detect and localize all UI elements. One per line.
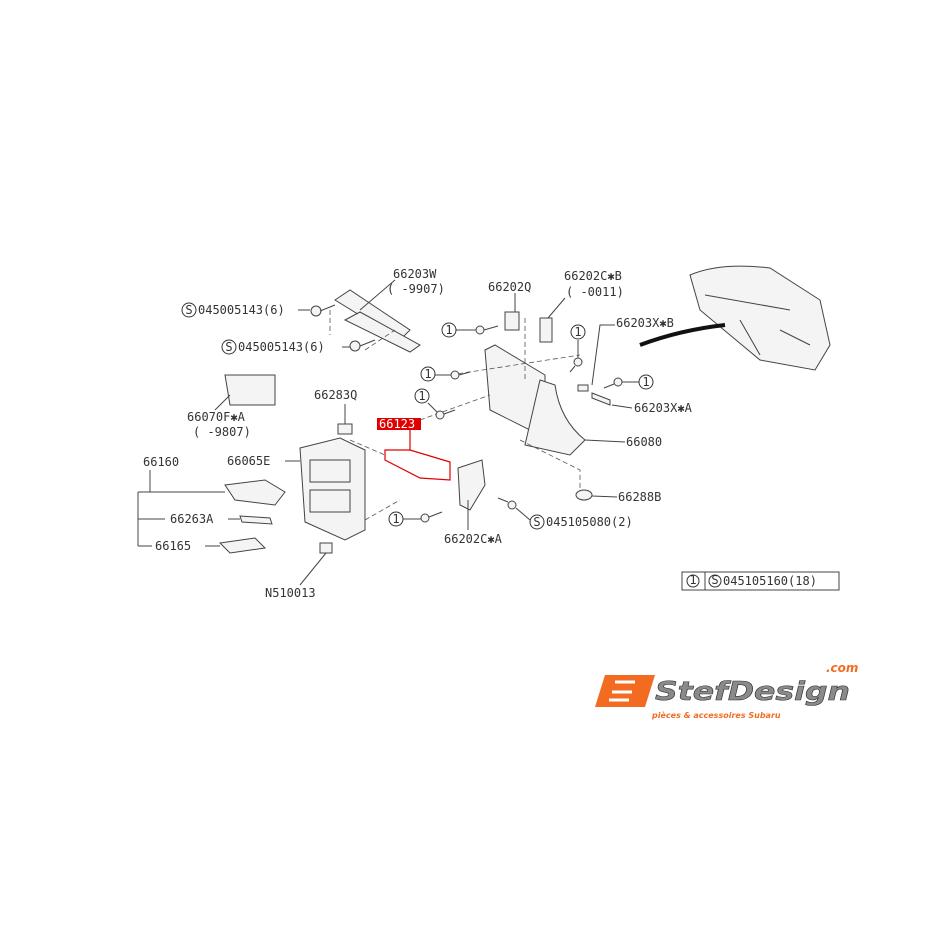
- logo-tagline: pièces & accessoires Subaru: [651, 710, 781, 720]
- ref-1-mark: 1: [418, 389, 425, 403]
- part-66203X-A: [591, 392, 633, 409]
- logo-brand: StefDesign: [655, 677, 850, 707]
- bracket-66203W: [329, 279, 421, 353]
- part-66283Q: [337, 404, 353, 435]
- fastener-legend: 1 S 045105160(18): [681, 571, 840, 591]
- label-045105080: 045105080(2): [546, 515, 633, 529]
- label-66202Q: 66202Q: [488, 280, 531, 294]
- label-66203W: 66203W: [393, 267, 437, 281]
- ref-s-mark: S: [185, 303, 192, 317]
- legend-key: 1: [689, 573, 696, 587]
- part-66202C-B: [539, 297, 566, 343]
- screws-ref-1: [403, 325, 640, 523]
- ref-1-mark: 1: [642, 375, 649, 389]
- label-045005143-lower: 045005143(6): [238, 340, 325, 354]
- label-66160: 66160: [143, 455, 179, 469]
- part-group-66160: [137, 470, 286, 554]
- label-66070F-range: ( -9807): [193, 425, 251, 439]
- part-66080: [419, 344, 626, 495]
- label-66263A: 66263A: [170, 512, 214, 526]
- screw-045005143-upper: [298, 304, 336, 317]
- ref-1-mark: 1: [445, 323, 452, 337]
- label-66202C-B-range: ( -0011): [566, 285, 624, 299]
- part-66123-highlighted: [377, 418, 451, 481]
- part-66070F: [214, 374, 276, 411]
- ref-1-mark: 1: [392, 512, 399, 526]
- legend-part-number: 045105160(18): [723, 574, 817, 588]
- label-66283Q: 66283Q: [314, 388, 357, 402]
- ref-s-mark: S: [225, 340, 232, 354]
- label-66123-highlighted: 66123: [379, 417, 415, 431]
- label-66288B: 66288B: [618, 490, 661, 504]
- part-66202C-A: [457, 459, 486, 530]
- legend-s-mark: S: [711, 573, 718, 587]
- label-66065E: 66065E: [227, 454, 270, 468]
- ref-1-mark: 1: [424, 367, 431, 381]
- stefdesign-logo: .com StefDesign pièces & accessoires Sub…: [595, 661, 858, 720]
- ref-1-mark: 1: [574, 325, 581, 339]
- label-66203X-B: 66203X✱B: [616, 316, 674, 330]
- part-66203X-B: [577, 324, 615, 392]
- logo-domain: .com: [826, 661, 858, 675]
- part-66065E: [285, 437, 401, 541]
- label-66203X-A: 66203X✱A: [634, 401, 693, 415]
- screw-045005143-lower: [342, 339, 376, 352]
- label-66202C-A: 66202C✱A: [444, 532, 503, 546]
- label-N510013: N510013: [265, 586, 316, 600]
- label-66165: 66165: [155, 539, 191, 553]
- part-66288B: [575, 489, 618, 501]
- ref-circles: [181, 302, 654, 530]
- label-66203W-range: ( -9907): [387, 282, 445, 296]
- label-66070F-A: 66070F✱A: [187, 410, 246, 424]
- label-66080: 66080: [626, 435, 662, 449]
- label-66202C-B: 66202C✱B: [564, 269, 622, 283]
- label-045005143-upper: 045005143(6): [198, 303, 285, 317]
- part-N510013: [299, 542, 333, 586]
- part-66202Q: [504, 293, 526, 380]
- dashboard-overview-illustration: [639, 265, 831, 371]
- ref-s-mark: S: [533, 515, 540, 529]
